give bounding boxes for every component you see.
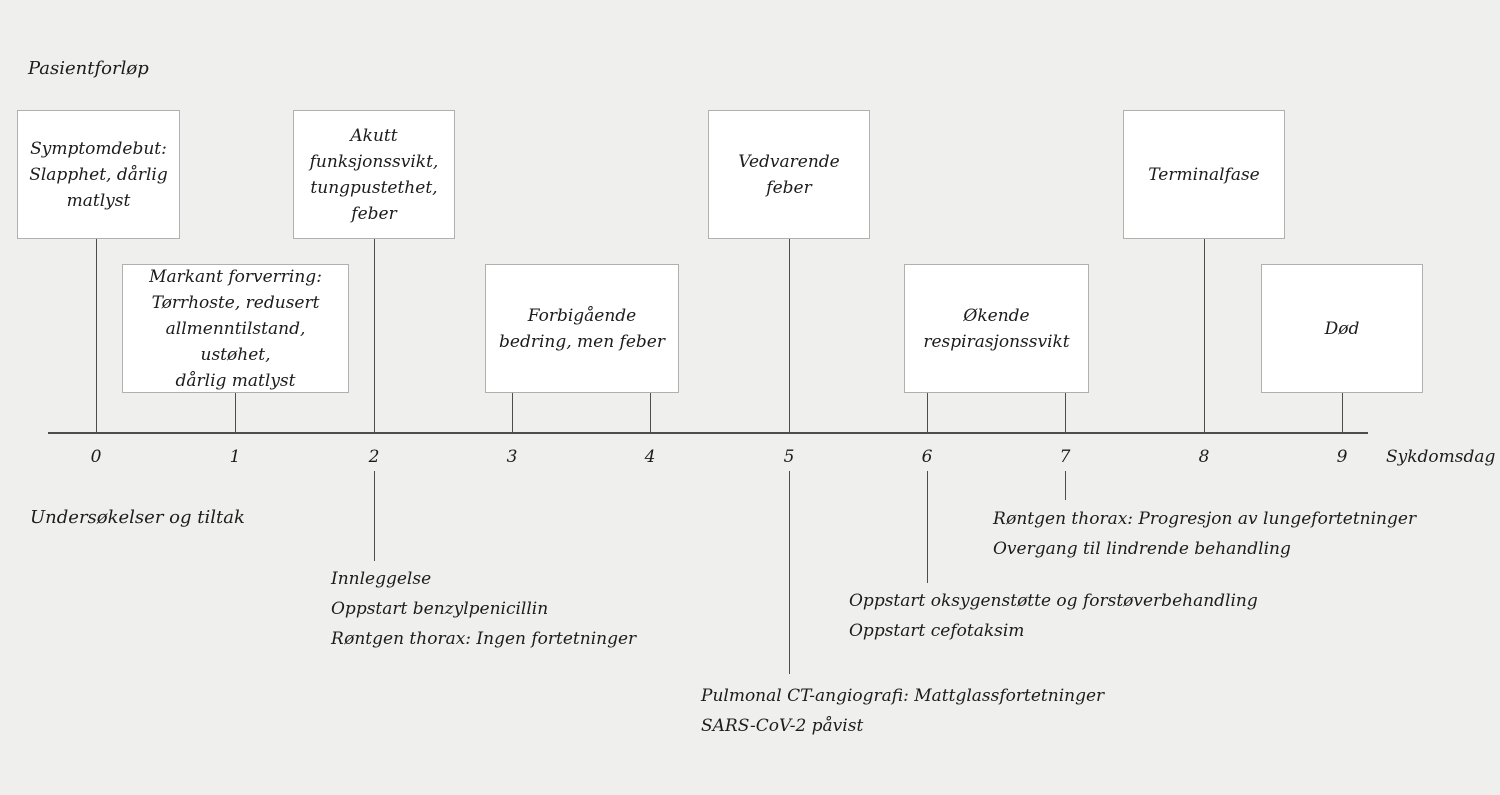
figure-title: Pasientforløp xyxy=(28,58,149,79)
event-box-day-6-7: Økende respirasjonssvikt xyxy=(904,264,1089,393)
annotation-line-day-2 xyxy=(374,471,375,561)
connector-line-day-9 xyxy=(1342,393,1343,432)
lower-section-title: Undersøkelser og tiltak xyxy=(30,507,245,528)
tick-label-1: 1 xyxy=(229,447,241,467)
tick-label-8: 8 xyxy=(1198,447,1210,467)
event-label-day-9: Død xyxy=(1324,318,1360,339)
event-label-day-1: Markant forverring: Tørrhoste, redusert … xyxy=(149,266,322,391)
connector-line-day-8 xyxy=(1204,239,1205,432)
timeline-axis xyxy=(48,432,1368,434)
connector-line-day-5 xyxy=(789,239,790,432)
event-box-day-0: Symptomdebut: Slapphet, dårlig matlyst xyxy=(17,110,180,239)
tick-label-3: 3 xyxy=(506,447,518,467)
tick-label-2: 2 xyxy=(368,447,380,467)
event-box-day-2: Akutt funksjonssvikt, tungpustethet, feb… xyxy=(293,110,455,239)
connector-line-day-4 xyxy=(650,393,651,432)
event-label-day-2: Akutt funksjonssvikt, tungpustethet, feb… xyxy=(309,125,439,224)
event-box-day-8: Terminalfase xyxy=(1123,110,1285,239)
annotation-line-day-5 xyxy=(789,471,790,674)
tick-label-0: 0 xyxy=(90,447,102,467)
event-label-day-5: Vedvarende feber xyxy=(738,151,840,198)
event-box-day-5: Vedvarende feber xyxy=(708,110,870,239)
tick-label-4: 4 xyxy=(644,447,656,467)
connector-line-day-3 xyxy=(512,393,513,432)
event-box-day-9: Død xyxy=(1261,264,1423,393)
tick-label-7: 7 xyxy=(1059,447,1071,467)
tick-label-5: 5 xyxy=(783,447,795,467)
annotation-day-5: Pulmonal CT-angiografi: Mattglassfortetn… xyxy=(701,686,1105,736)
annotation-line-day-7 xyxy=(1065,471,1066,500)
tick-label-9: 9 xyxy=(1336,447,1348,467)
connector-line-day-7 xyxy=(1065,393,1066,432)
connector-line-day-1 xyxy=(235,393,236,432)
event-label-day-3-4: Forbigående bedring, men feber xyxy=(499,305,665,352)
annotation-line-day-6 xyxy=(927,471,928,583)
axis-label: Sykdomsdag xyxy=(1386,447,1496,467)
connector-line-day-2 xyxy=(374,239,375,432)
connector-line-day-6 xyxy=(927,393,928,432)
connector-line-day-0 xyxy=(96,239,97,432)
event-box-day-1: Markant forverring: Tørrhoste, redusert … xyxy=(122,264,349,393)
annotation-day-6: Oppstart oksygenstøtte og forstøverbehan… xyxy=(849,591,1258,641)
event-label-day-6-7: Økende respirasjonssvikt xyxy=(923,305,1070,352)
event-label-day-8: Terminalfase xyxy=(1148,164,1260,185)
tick-label-6: 6 xyxy=(921,447,933,467)
event-box-day-3-4: Forbigående bedring, men feber xyxy=(485,264,679,393)
annotation-day-7: Røntgen thorax: Progresjon av lungeforte… xyxy=(993,509,1417,559)
annotation-day-2: Innleggelse Oppstart benzylpenicillin Rø… xyxy=(331,569,637,649)
event-label-day-0: Symptomdebut: Slapphet, dårlig matlyst xyxy=(29,138,168,211)
